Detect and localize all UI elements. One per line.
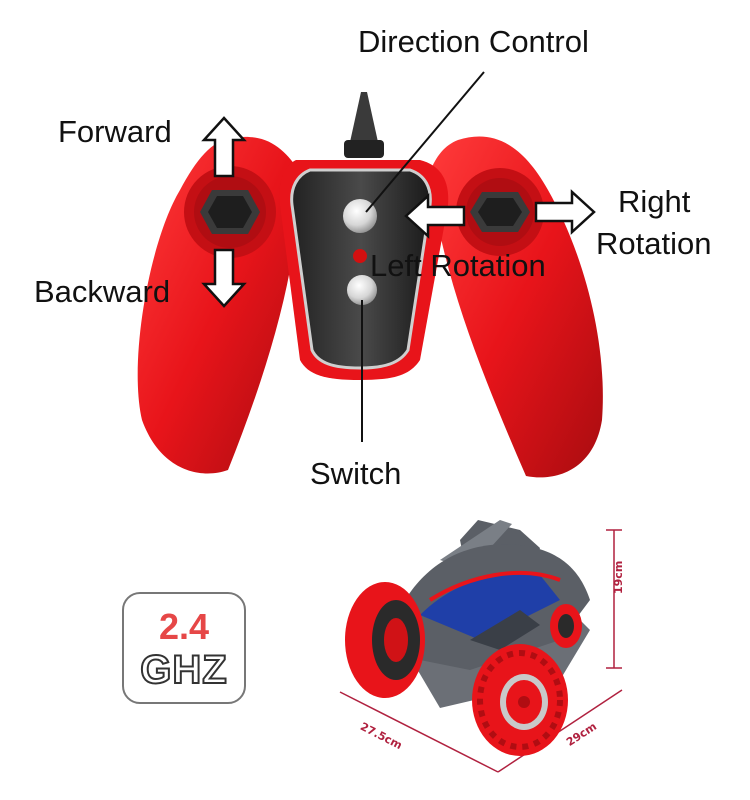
frequency-value: 2.4 [158, 606, 210, 647]
frequency-unit: GHZ [139, 647, 228, 693]
forward-label: Forward [58, 114, 172, 149]
right-rotation-label-line1: Right [618, 184, 691, 219]
center-panel [290, 168, 432, 370]
stunt-car [339, 520, 623, 773]
left-rotation-arrow-icon [404, 193, 466, 239]
backward-label: Backward [34, 274, 171, 309]
left-joystick [184, 166, 276, 258]
switch-label: Switch [310, 456, 402, 491]
backward-arrow-icon [201, 248, 247, 308]
direction-control-pointer [365, 71, 485, 213]
height-dimension-label: 19cm [612, 560, 625, 594]
dimension-lines [339, 529, 623, 773]
rear-wheel [345, 582, 425, 698]
indicator-light [353, 249, 367, 263]
left-rotation-label: Left Rotation [370, 248, 546, 283]
right-rotation-arrow-icon [534, 189, 596, 235]
forward-arrow-icon [201, 116, 247, 178]
front-wheel [472, 644, 568, 756]
right-joystick [456, 168, 544, 256]
remote-controller [137, 71, 603, 478]
switch-button [347, 275, 377, 305]
direction-control-label: Direction Control [358, 24, 589, 59]
side-wheel [550, 604, 582, 648]
frequency-badge: 2.4 GHZ [122, 592, 246, 704]
right-rotation-label-line2: Rotation [596, 226, 712, 261]
antenna [344, 92, 384, 158]
